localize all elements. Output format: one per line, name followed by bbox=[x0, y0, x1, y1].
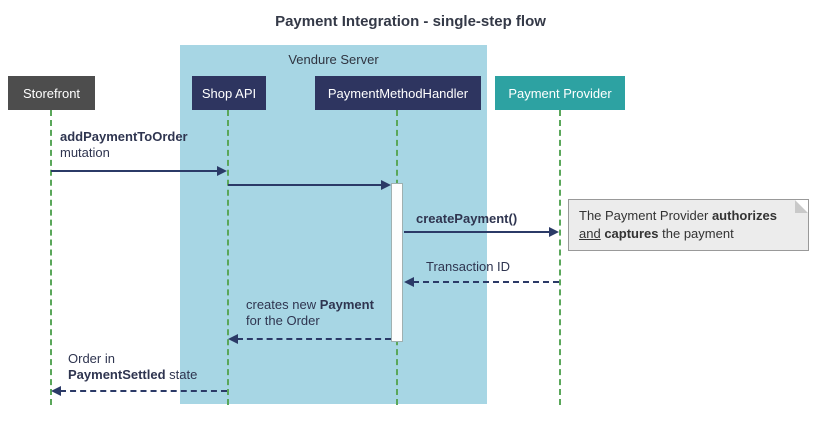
note-line2-text: the payment bbox=[658, 226, 734, 241]
arrow-create-payment-head bbox=[549, 227, 559, 237]
arrow-transaction-id-line bbox=[413, 281, 559, 283]
message-label-transaction-id: Transaction ID bbox=[426, 259, 511, 274]
arrow-creates-payment-head bbox=[228, 334, 238, 344]
participant-payment-provider: Payment Provider bbox=[495, 76, 625, 110]
lifeline-payment-provider bbox=[559, 110, 561, 405]
creates-payment-line2: for the Order bbox=[246, 313, 320, 328]
note-line1-bold: authorizes bbox=[711, 208, 777, 223]
creates-payment-prefix: creates new bbox=[246, 297, 320, 312]
note-line-1: The Payment Provider authorizes bbox=[579, 207, 798, 225]
arrow-order-state-head bbox=[51, 386, 61, 396]
message-add-payment-suffix: mutation bbox=[60, 145, 110, 160]
message-label-order-state: Order in PaymentSettled state bbox=[68, 351, 197, 383]
diagram-title: Payment Integration - single-step flow bbox=[275, 13, 546, 30]
lifeline-shop-api bbox=[227, 110, 229, 405]
lifeline-storefront bbox=[50, 110, 52, 405]
note-line2-bold: captures bbox=[604, 226, 659, 241]
note-line1-text: The Payment Provider bbox=[579, 208, 712, 223]
arrow-creates-payment-line bbox=[237, 338, 391, 340]
arrow-shop-api-to-handler-head bbox=[381, 180, 391, 190]
message-label-creates-payment: creates new Payment for the Order bbox=[246, 297, 374, 329]
participant-storefront: Storefront bbox=[8, 76, 95, 110]
message-add-payment-name: addPaymentToOrder bbox=[60, 129, 188, 144]
order-state-bold: PaymentSettled bbox=[68, 367, 166, 382]
note-payment-provider: The Payment Provider authorizes and capt… bbox=[568, 199, 809, 251]
arrow-transaction-id-head bbox=[404, 277, 414, 287]
order-state-line2: PaymentSettled state bbox=[68, 367, 197, 383]
message-label-create-payment: createPayment() bbox=[416, 211, 518, 226]
arrow-order-state-line bbox=[60, 390, 227, 392]
arrow-create-payment-line bbox=[404, 231, 550, 233]
note-line2-underline: and bbox=[579, 226, 601, 241]
order-state-suffix: state bbox=[165, 367, 198, 382]
participant-shop-api: Shop API bbox=[192, 76, 266, 110]
arrow-shop-api-to-handler-line bbox=[228, 184, 382, 186]
vendure-server-label: Vendure Server bbox=[288, 52, 379, 67]
note-line-2: and captures the payment bbox=[579, 225, 798, 243]
message-label-add-payment: addPaymentToOrder mutation bbox=[60, 129, 188, 161]
order-state-line1: Order in bbox=[68, 351, 115, 366]
arrow-add-payment-head bbox=[217, 166, 227, 176]
arrow-add-payment-line bbox=[51, 170, 218, 172]
participant-payment-method-handler: PaymentMethodHandler bbox=[315, 76, 481, 110]
activation-bar-payment-method-handler bbox=[391, 183, 403, 342]
creates-payment-line1: creates new Payment bbox=[246, 297, 374, 313]
creates-payment-bold: Payment bbox=[319, 297, 374, 312]
